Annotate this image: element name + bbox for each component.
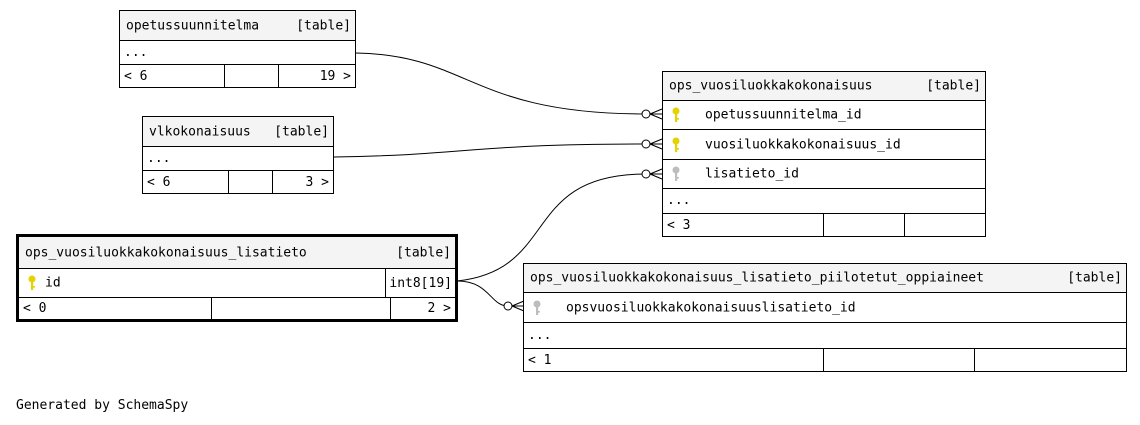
- table-kind: [table]: [274, 124, 329, 139]
- edge-vlkokonaisuus: [333, 143, 647, 158]
- ellipsis-text: ...: [667, 192, 691, 208]
- table-name: vlkokonaisuus: [149, 124, 251, 139]
- table-header[interactable]: ops_vuosiluokkakokonaisuus_lisatieto_pii…: [524, 264, 1126, 293]
- table-kind: [table]: [396, 245, 451, 260]
- children-count[interactable]: 19 >: [278, 65, 355, 87]
- table-kind: [table]: [296, 18, 351, 33]
- footer-spacer: [823, 349, 974, 371]
- primary-key-icon: [672, 137, 680, 152]
- edge-piilotetut: [456, 280, 509, 307]
- crowfoot-circle-4: [503, 301, 513, 311]
- table-footer: < 0 2 >: [19, 298, 455, 319]
- table-vlkokonaisuus[interactable]: vlkokonaisuus [table] ... < 6 3 >: [142, 116, 334, 194]
- footer-spacer: [224, 65, 278, 87]
- column-row[interactable]: id int8[19]: [19, 269, 455, 298]
- edge-lisatieto: [456, 173, 647, 282]
- column-name: vuosiluokkakokonaisuus_id: [705, 137, 901, 152]
- children-count[interactable]: 2 >: [390, 298, 455, 319]
- parents-count[interactable]: < 3: [667, 217, 691, 233]
- crowfoot-circle-2: [641, 139, 651, 149]
- column-name: lisatieto_id: [705, 166, 799, 182]
- edge-opetussuunnitelma: [355, 52, 647, 115]
- table-name: ops_vuosiluokkakokonaisuus_lisatieto: [25, 245, 307, 260]
- column-row[interactable]: lisatieto_id: [663, 160, 985, 189]
- parents-count[interactable]: < 6: [147, 174, 171, 190]
- columns-ellipsis: ...: [663, 189, 985, 214]
- ellipsis-text: ...: [528, 327, 552, 343]
- parents-count[interactable]: < 1: [528, 352, 552, 368]
- table-header[interactable]: ops_vuosiluokkakokonaisuus [table]: [663, 72, 985, 101]
- crowfoot-2: [649, 138, 663, 150]
- columns-ellipsis: ...: [143, 147, 333, 171]
- table-footer: < 3: [663, 214, 985, 236]
- parents-count[interactable]: < 0: [23, 301, 47, 316]
- column-name: opetussuunnitelma_id: [705, 107, 862, 123]
- crowfoot-4: [511, 300, 525, 312]
- column-type: int8[19]: [385, 269, 455, 297]
- column-name: id: [45, 275, 61, 291]
- table-name: ops_vuosiluokkakokonaisuus_lisatieto_pii…: [530, 270, 984, 286]
- crowfoot-circle-1: [641, 109, 651, 119]
- table-footer: < 1: [524, 349, 1126, 371]
- footer-spacer: [211, 298, 390, 319]
- children-count[interactable]: [904, 214, 985, 236]
- ellipsis-text: ...: [124, 44, 148, 60]
- table-kind: [table]: [926, 78, 981, 94]
- table-name: ops_vuosiluokkakokonaisuus: [669, 78, 873, 94]
- foreign-key-icon: [672, 166, 680, 181]
- table-footer: < 6 3 >: [143, 171, 333, 193]
- primary-key-icon: [672, 107, 680, 122]
- table-header[interactable]: opetussuunnitelma [table]: [120, 11, 355, 41]
- column-row[interactable]: opetussuunnitelma_id: [663, 101, 985, 130]
- columns-ellipsis: ...: [120, 41, 355, 65]
- children-count[interactable]: 3 >: [272, 171, 333, 193]
- generated-by-text: Generated by SchemaSpy: [16, 398, 189, 413]
- crowfoot-3: [649, 168, 663, 180]
- primary-key-icon: [28, 275, 36, 290]
- table-ops-vuosiluokkakokonaisuus[interactable]: ops_vuosiluokkakokonaisuus [table] opetu…: [662, 71, 986, 237]
- table-ops-vuosiluokkakokonaisuus-lisatieto[interactable]: ops_vuosiluokkakokonaisuus_lisatieto [ta…: [16, 234, 458, 322]
- column-row[interactable]: opsvuosiluokkakokonaisuuslisatieto_id: [524, 293, 1126, 323]
- table-header[interactable]: ops_vuosiluokkakokonaisuus_lisatieto [ta…: [19, 237, 455, 269]
- column-name: opsvuosiluokkakokonaisuuslisatieto_id: [566, 300, 856, 315]
- children-count[interactable]: [974, 349, 1126, 371]
- table-opetussuunnitelma[interactable]: opetussuunnitelma [table] ... < 6 19 >: [119, 10, 356, 88]
- table-footer: < 6 19 >: [120, 65, 355, 87]
- footer-spacer: [228, 171, 272, 193]
- columns-ellipsis: ...: [524, 323, 1126, 349]
- ellipsis-text: ...: [147, 150, 171, 166]
- crowfoot-circle-3: [641, 169, 651, 179]
- parents-count[interactable]: < 6: [124, 68, 148, 84]
- table-header[interactable]: vlkokonaisuus [table]: [143, 117, 333, 147]
- table-name: opetussuunnitelma: [126, 18, 260, 33]
- footer-spacer: [823, 214, 904, 236]
- foreign-key-icon: [533, 300, 541, 315]
- table-ops-vuosiluokkakokonaisuus-lisatieto-piilotetut-oppiaineet[interactable]: ops_vuosiluokkakokonaisuus_lisatieto_pii…: [523, 263, 1127, 372]
- table-kind: [table]: [1067, 270, 1122, 286]
- crowfoot-1: [649, 108, 663, 120]
- column-row[interactable]: vuosiluokkakokonaisuus_id: [663, 130, 985, 160]
